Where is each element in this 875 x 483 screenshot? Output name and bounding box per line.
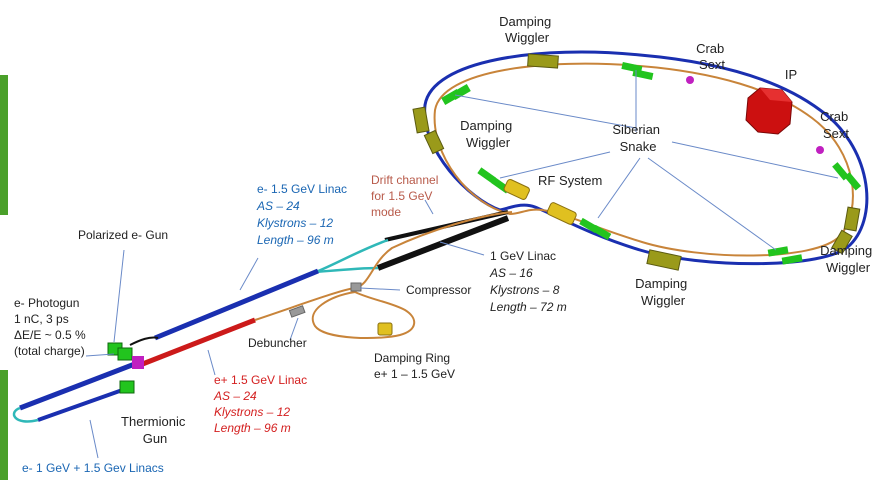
wiggler-left-lower <box>423 129 445 155</box>
cyan-connector-upper <box>315 238 389 274</box>
photogun <box>117 347 133 361</box>
side-bar-bottom <box>0 370 8 480</box>
wiggler-right-upper <box>843 206 861 232</box>
label-damping-ring: Damping Ring e+ 1 – 1.5 GeV <box>374 351 455 381</box>
label-damping-wiggler-bottom: Damping Wiggler <box>635 276 691 308</box>
compressor-magnet <box>350 282 362 292</box>
label-ip: IP <box>785 67 797 82</box>
linac-lower-1 <box>19 359 141 411</box>
linac-positron <box>139 317 256 368</box>
thermionic-gun <box>119 380 135 394</box>
damping-ring-rf <box>377 322 393 336</box>
main-ring <box>423 50 869 266</box>
label-crab-sext-top: Crab Sext <box>696 41 728 72</box>
label-compressor: Compressor <box>406 283 471 297</box>
label-positron-linac: e+ 1.5 GeV Linac AS – 24 Klystrons – 12 … <box>213 373 310 435</box>
pointer-lines <box>85 70 839 459</box>
label-polarized-gun: Polarized e- Gun <box>78 228 168 242</box>
rf-system-cavities <box>503 178 577 225</box>
transfer-line-orange <box>254 211 513 321</box>
wiggler-top <box>527 53 559 69</box>
ip-detector <box>745 87 793 135</box>
label-bottom-caption: e- 1 GeV + 1.5 Gev Linacs <box>22 461 164 475</box>
damping-ring <box>311 290 416 340</box>
cyan-turnaround <box>12 406 39 423</box>
label-rf-system: RF System <box>538 173 602 188</box>
label-e-linac-1p5: e- 1.5 GeV Linac AS – 24 Klystrons – 12 … <box>256 182 350 247</box>
ring-magnets <box>441 61 862 265</box>
wiggler-bottom <box>646 249 682 271</box>
label-linac-1gev: 1 GeV Linac AS – 16 Klystrons – 8 Length… <box>489 249 567 314</box>
linac-lower-2 <box>37 386 129 422</box>
label-drift-channel: Drift channel for 1.5 GeV mode <box>371 173 442 219</box>
label-debuncher: Debuncher <box>248 336 307 350</box>
label-siberian-snake: Siberian Snake <box>612 122 663 154</box>
label-thermionic-gun: Thermionic Gun <box>121 414 189 446</box>
linac-electron-1p5 <box>154 268 319 341</box>
crab-sext-right <box>816 146 824 154</box>
e-injection-line <box>129 336 159 346</box>
crab-sext-top <box>686 76 694 84</box>
wiggler-right-lower <box>831 229 853 255</box>
label-crab-sext-right: Crab Sext <box>820 109 852 141</box>
label-photogun: e- Photogun 1 nC, 3 ps ΔE/E ~ 0.5 % (tot… <box>14 296 89 358</box>
wiggler-left-upper <box>412 106 430 134</box>
label-damping-wiggler-right: Damping Wiggler <box>820 243 875 275</box>
debuncher-magnet <box>288 305 306 318</box>
positron-target <box>132 356 144 369</box>
label-damping-wiggler-left: Damping Wiggler <box>460 118 516 150</box>
side-bar-top <box>0 75 8 215</box>
label-damping-wiggler-top: Damping Wiggler <box>499 14 555 45</box>
